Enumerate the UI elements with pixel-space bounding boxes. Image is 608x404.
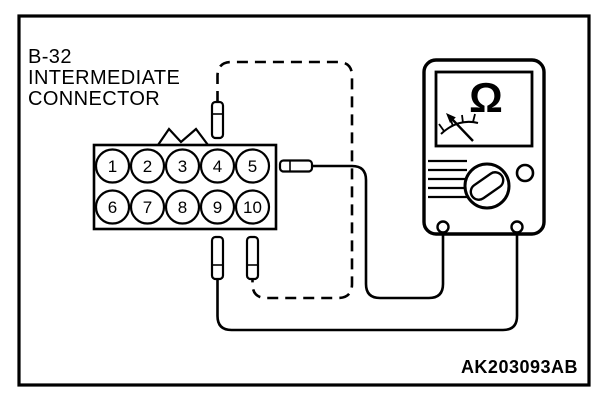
pin-circle [234, 148, 271, 184]
test-lead-pin5 [312, 164, 445, 300]
pin-10: 10 [234, 189, 271, 225]
test-lead-pin9 [216, 234, 519, 332]
pin-row-bottom: 6 7 8 9 10 [94, 189, 271, 225]
gauge-tick [438, 123, 445, 132]
needle-gauge-icon [438, 113, 479, 142]
pin-6: 6 [94, 189, 131, 225]
meter-terminal-right [510, 220, 524, 234]
pin-number: 8 [178, 198, 187, 217]
pin-number: 9 [213, 198, 222, 217]
rotary-selector-knob [463, 162, 511, 210]
terminal-pin10 [245, 235, 260, 281]
pin-number: 3 [178, 157, 187, 176]
pin-number: 2 [143, 157, 152, 176]
pin-number: 6 [108, 198, 117, 217]
meter-indicator-dot [515, 163, 535, 183]
pin-number: 4 [213, 157, 222, 176]
connector-label-line-1: B-32 [28, 46, 72, 68]
gauge-arc [440, 120, 479, 135]
pin-number: 5 [248, 157, 257, 176]
pin-circle [199, 189, 236, 225]
pin-circle [164, 189, 201, 225]
gauge-needle-tip [446, 113, 456, 123]
terminal-pin-icon [245, 235, 260, 281]
pin-7: 7 [129, 189, 166, 225]
terminal-pin-icon [278, 159, 314, 173]
meter-vent-lines [428, 159, 467, 199]
pin-circle [129, 148, 166, 184]
figure-reference-code: AK203093AB [461, 357, 578, 377]
pin-number: 10 [243, 198, 262, 217]
gauge-needle [450, 117, 474, 142]
ohm-symbol: Ω [469, 74, 503, 121]
pin-5: 5 [234, 148, 271, 184]
meter-terminal-left [436, 220, 450, 234]
pin-row-top: 1 2 3 4 5 [94, 148, 271, 184]
pin-1: 1 [94, 148, 131, 184]
knob-handle [469, 171, 505, 201]
pin-3: 3 [164, 148, 201, 184]
connector-id-label: B-32 INTERMEDIATE CONNECTOR [28, 46, 180, 110]
pin-circle [199, 148, 236, 184]
intermediate-connector: 1 2 3 4 5 6 [92, 100, 314, 281]
dashed-test-lead [216, 60, 354, 300]
pin-circle [234, 189, 271, 225]
pin-number: 1 [108, 157, 117, 176]
terminal-pin-icon [210, 235, 225, 281]
pin-8: 8 [164, 189, 201, 225]
terminal-pin4 [210, 100, 225, 140]
pin-circle [129, 189, 166, 225]
pin-circle [94, 148, 131, 184]
pin-2: 2 [129, 148, 166, 184]
gauge-tick [472, 113, 476, 123]
gauge-tick [461, 114, 464, 124]
ohmmeter: Ω [422, 58, 546, 236]
connector-lock-tab-icon [157, 127, 209, 146]
pin-number: 7 [143, 198, 152, 217]
terminal-pin-icon [210, 100, 225, 140]
terminal-pin9 [210, 235, 225, 281]
pin-circle [94, 189, 131, 225]
terminal-pin5 [278, 159, 314, 173]
connector-label-line-2: INTERMEDIATE [28, 67, 180, 89]
pin-9: 9 [199, 189, 236, 225]
meter-display [434, 70, 534, 148]
pin-circle [164, 148, 201, 184]
connector-label-line-3: CONNECTOR [28, 88, 160, 110]
pin-4: 4 [199, 148, 236, 184]
